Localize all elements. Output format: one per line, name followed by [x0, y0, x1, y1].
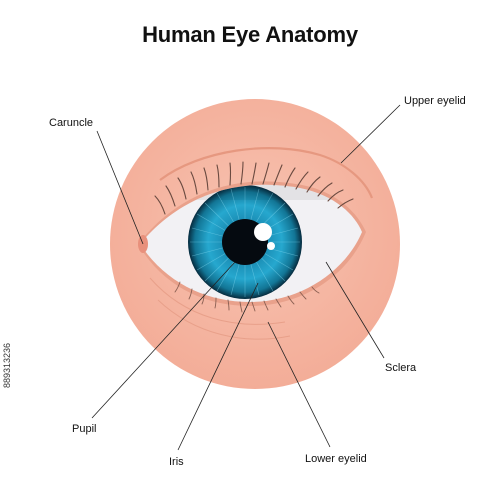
leader-caruncle — [96, 130, 144, 245]
leader-pupil — [91, 261, 236, 419]
label-sclera: Sclera — [385, 362, 417, 374]
leader-iris — [177, 282, 259, 451]
stock-id: 889313236 — [2, 342, 12, 388]
upper-eyelid-crease — [159, 147, 374, 199]
upper-eyelashes — [154, 161, 354, 215]
lower-eyelid-folds — [149, 277, 291, 340]
leader-upper-eyelid — [340, 104, 401, 164]
lower-eyelashes — [174, 281, 320, 313]
leader-sclera — [325, 261, 385, 359]
highlight-small — [267, 242, 275, 250]
label-lower-eyelid: Lower eyelid — [305, 453, 367, 465]
highlight-large — [254, 223, 272, 241]
label-caruncle: Caruncle — [49, 117, 94, 129]
label-upper-eyelid: Upper eyelid — [404, 95, 466, 107]
leader-lower-eyelid — [267, 321, 331, 448]
diagram-title: Human Eye Anatomy — [142, 22, 358, 47]
label-pupil: Pupil — [72, 423, 97, 435]
label-iris: Iris — [169, 456, 184, 468]
